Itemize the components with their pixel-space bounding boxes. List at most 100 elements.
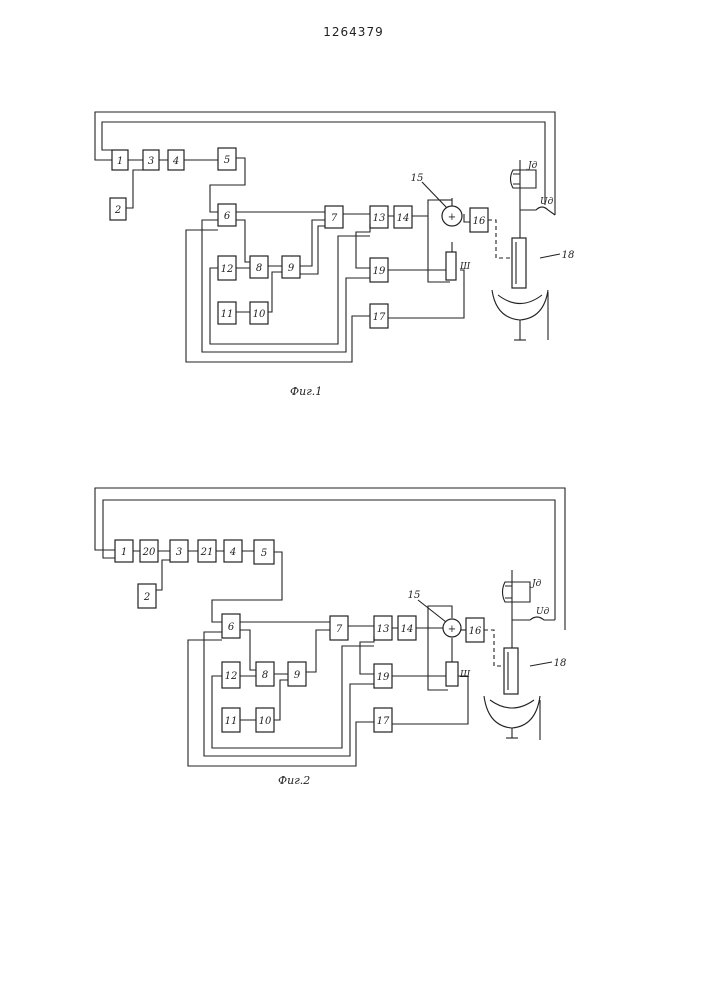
block-11: 11 (222, 708, 240, 732)
svg-text:Ш: Ш (459, 670, 471, 680)
pointer-label-15: 15 (411, 173, 424, 184)
caption-fig2: Фиг.2 (278, 774, 310, 787)
block-11: 11 (218, 302, 236, 324)
svg-text:8: 8 (262, 670, 268, 681)
wire-block2-block3 (126, 170, 143, 208)
wire-block2-block3-2 (156, 560, 170, 590)
block-16: 16 (466, 618, 484, 642)
block-4: 4 (224, 540, 242, 562)
block-14: 14 (394, 206, 412, 228)
block-1: 1 (112, 150, 128, 170)
svg-text:14: 14 (401, 624, 414, 635)
mechanical-link-2 (484, 630, 506, 666)
svg-text:8: 8 (256, 263, 262, 274)
svg-text:Uд: Uд (540, 197, 554, 207)
block-19: 19 (374, 664, 392, 688)
svg-text:5: 5 (224, 155, 230, 166)
mechanical-link (488, 220, 510, 258)
svg-text:10: 10 (259, 716, 272, 727)
feedback-wire-outer (95, 112, 555, 215)
wire-block6-block8 (236, 220, 250, 262)
svg-text:+: + (448, 212, 456, 223)
svg-text:Ш: Ш (459, 262, 471, 272)
block-9: 9 (282, 256, 300, 278)
svg-text:Jд: Jд (526, 161, 538, 171)
svg-text:19: 19 (373, 266, 386, 277)
svg-text:2: 2 (143, 592, 150, 603)
svg-text:1: 1 (117, 156, 123, 167)
feedback-wire-outer-2 (95, 488, 565, 630)
block-3: 3 (170, 540, 188, 562)
wire-motor-block16 (464, 214, 470, 222)
wire-17-block6-loop2 (186, 230, 370, 362)
block-9: 9 (288, 662, 306, 686)
block-2: 2 (138, 584, 156, 608)
block-21: 21 (198, 540, 216, 562)
svg-text:3: 3 (148, 156, 154, 167)
block-10: 10 (250, 302, 268, 324)
wire-19-13 (356, 224, 370, 268)
wire-19-block6-loop1 (202, 220, 370, 352)
electrode-bath: Jд Uд 18 (492, 160, 574, 340)
block-17: 17 (370, 304, 388, 328)
block-8: 8 (250, 256, 268, 278)
block-13: 13 (370, 206, 388, 228)
shunt: Ш (446, 252, 471, 280)
svg-text:16: 16 (473, 216, 486, 227)
block-20: 20 (140, 540, 158, 562)
block-6: 6 (222, 614, 240, 638)
block-2: 2 (110, 198, 126, 220)
svg-text:9: 9 (294, 670, 301, 681)
block-19: 19 (370, 258, 388, 282)
svg-text:2: 2 (114, 205, 121, 216)
svg-text:Uд: Uд (536, 607, 550, 617)
svg-text:9: 9 (288, 263, 295, 274)
block-4: 4 (168, 150, 184, 170)
svg-text:6: 6 (224, 211, 231, 222)
block-12: 12 (218, 256, 236, 280)
svg-text:+: + (448, 624, 456, 635)
svg-text:17: 17 (377, 716, 390, 727)
block-13: 13 (374, 616, 392, 640)
wire-19-block6-loop1-2 (204, 632, 374, 756)
svg-text:17: 17 (373, 312, 386, 323)
svg-text:14: 14 (397, 213, 410, 224)
block-1: 1 (115, 540, 133, 562)
block-12: 12 (222, 662, 240, 688)
block-8: 8 (256, 662, 274, 686)
svg-text:13: 13 (377, 624, 390, 635)
pointer-label-15: 15 (408, 590, 421, 601)
svg-text:7: 7 (331, 213, 338, 224)
pointer-label-18: 18 (562, 250, 575, 261)
wire-block6-block8-2 (240, 630, 256, 670)
svg-text:12: 12 (221, 264, 234, 275)
svg-text:12: 12 (225, 671, 238, 682)
block-14: 14 (398, 616, 416, 640)
block-10: 10 (256, 708, 274, 732)
figure-1: 1 2 3 4 5 6 7 8 9 10 11 12 13 14 16 17 1… (95, 112, 574, 398)
block-3: 3 (143, 150, 159, 170)
block-17: 17 (374, 708, 392, 732)
svg-text:21: 21 (200, 547, 214, 558)
svg-text:6: 6 (228, 622, 235, 633)
pointer-label-18: 18 (554, 658, 567, 669)
svg-text:19: 19 (377, 672, 390, 683)
block-7: 7 (325, 206, 343, 228)
block-6: 6 (218, 204, 236, 226)
svg-text:3: 3 (176, 547, 182, 558)
block-16: 16 (470, 208, 488, 232)
wire-19-13-2 (360, 636, 374, 674)
wire-17-block6-loop2-2 (188, 640, 374, 766)
svg-text:13: 13 (373, 213, 386, 224)
svg-text:20: 20 (142, 547, 156, 558)
block-7: 7 (330, 616, 348, 640)
svg-text:Jд: Jд (530, 579, 542, 589)
block-5: 5 (218, 148, 236, 170)
electrode-bath-fig2: Jд Uд 18 (484, 570, 566, 740)
wire-block9-block7 (300, 220, 325, 266)
svg-text:11: 11 (221, 309, 234, 320)
wire-block9-block7-2 (306, 630, 330, 672)
svg-text:11: 11 (225, 716, 238, 727)
caption-fig1: Фиг.1 (290, 385, 322, 398)
